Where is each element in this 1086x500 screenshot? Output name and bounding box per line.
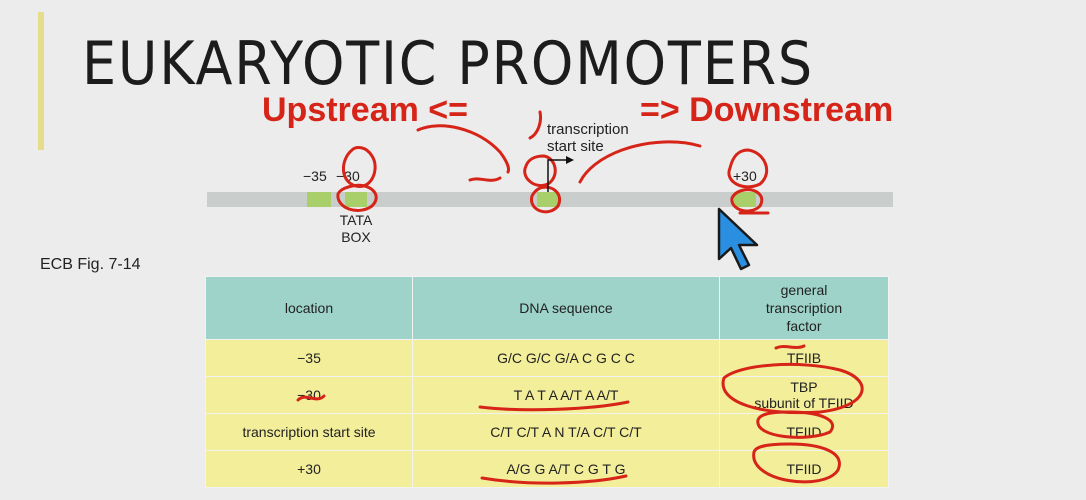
position-minus35: −35 [303,168,327,184]
cell-location: −35 [205,339,413,377]
cell-sequence: T A T A A/T A A/T [412,376,720,414]
ink-cursor-tfiib [774,344,806,350]
tata-box-label: TATA BOX [339,212,373,246]
ink-underline-plus30-seq [480,474,628,485]
tata-label-line1: TATA [339,212,373,228]
tss-arrow-head [566,156,574,164]
promoter-table: location DNA sequence general transcript… [205,276,889,488]
ink-circle-tata-box [336,183,378,212]
ink-arrow-left [416,124,510,174]
title-accent-bar [38,12,44,150]
table-row: −35 G/C G/C G/A C G C C TFIIB [205,339,889,377]
mouse-pointer-icon [717,207,759,271]
dna-region-plus30 [734,192,756,207]
upstream-annotation: Upstream <= [262,91,468,129]
header-transcription-factor: general transcription factor [719,276,889,340]
position-minus30: −30 [336,168,360,184]
ink-squiggle [468,176,502,182]
position-plus30: +30 [733,168,757,184]
ink-underline-tata-seq [478,400,630,412]
cell-factor: TFIIB [719,339,889,377]
table-row: transcription start site C/T C/T A N T/A… [205,413,889,451]
header-dna-sequence: DNA sequence [412,276,720,340]
tss-arrow [547,159,566,192]
ink-circle-plus30 [727,148,769,189]
ink-circle-tss-top [523,154,557,187]
cell-sequence: C/T C/T A N T/A C/T C/T [412,413,720,451]
header-factor-text: general transcription factor [765,282,843,334]
ink-circle-tata [342,146,377,188]
ink-hook-top [528,110,542,140]
downstream-annotation: => Downstream [640,91,894,129]
transcription-start-site-label: transcription start site [547,121,629,155]
ink-circle-tss [530,185,561,214]
cell-sequence: A/G G A/T C G T G [412,450,720,488]
cell-location: transcription start site [205,413,413,451]
tss-label-line1: transcription [547,121,629,138]
cell-sequence: G/C G/C G/A C G C C [412,339,720,377]
ink-circle-tfiid-2 [752,442,841,484]
table-row: +30 A/G G A/T C G T G TFIID [205,450,889,488]
slide-title: EUKARYOTIC PROMOTERS [82,29,815,99]
dna-region-tata [345,192,367,207]
dna-region-tss [537,192,559,207]
cell-location: −30 [205,376,413,414]
dna-region-minus35 [307,192,331,207]
tata-label-line2: BOX [341,229,371,245]
ink-circle-tbp [721,363,864,415]
tss-label-line2: start site [547,138,604,155]
cell-location: +30 [205,450,413,488]
ink-circle-tfiid-1 [756,410,834,439]
ink-arrow-right [578,140,702,184]
ink-underline-minus30 [296,394,326,402]
ink-circle-plus30-dna [730,188,764,213]
table-row: −30 T A T A A/T A A/T TBP subunit of TFI… [205,376,889,414]
table-header-row: location DNA sequence general transcript… [205,276,889,340]
figure-reference: ECB Fig. 7-14 [40,256,141,273]
header-location: location [205,276,413,340]
